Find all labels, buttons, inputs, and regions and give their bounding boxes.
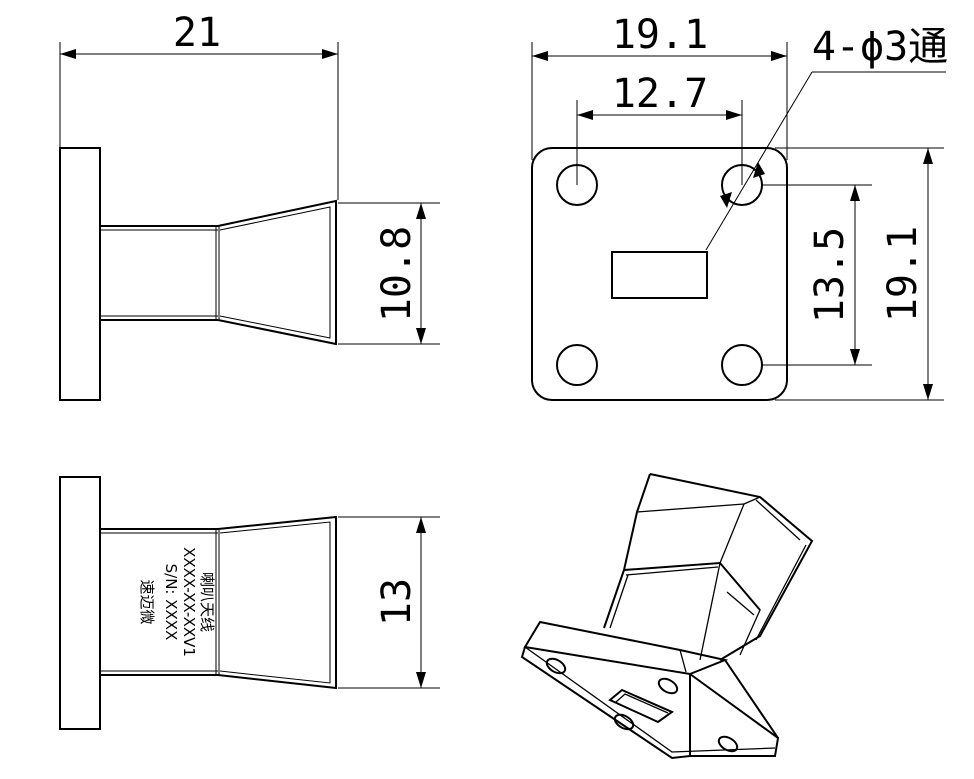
flange-side: [59, 147, 101, 401]
isometric-view: [520, 473, 814, 760]
front-view: 19.1 12.7 4-ϕ3通 13.5 19.1: [531, 12, 948, 401]
iso-flange-top: [523, 620, 729, 676]
side-view-top: 21 10.8: [59, 10, 440, 401]
flange-side-bottom: [59, 476, 101, 730]
dim-side-height: 10.8: [374, 226, 420, 322]
iso-hole-1: [545, 657, 567, 675]
callout-leader: [705, 71, 813, 251]
dim-front-width: 19.1: [612, 12, 708, 58]
label-line-2: XXXX-XX-XXV1: [180, 547, 198, 657]
dim-bottom-height: 13: [374, 578, 420, 626]
label-line-1: 喇叭天线: [198, 572, 216, 632]
hole-callout: 4-ϕ3通: [812, 24, 948, 70]
dim-side-length: 21: [173, 10, 221, 56]
iso-hole-2: [657, 677, 679, 695]
label-line-4: 速迈微: [138, 579, 156, 624]
horn-taper-bottom: [217, 515, 337, 690]
dim-front-height: 19.1: [880, 226, 926, 322]
iso-hole-3: [613, 713, 635, 731]
label-line-3: S/N: XXXX: [162, 564, 180, 641]
flange-face: [531, 147, 788, 401]
horn-taper: [217, 199, 337, 346]
iso-aperture: [608, 688, 675, 724]
bolt-hole-bottom-left: [556, 344, 598, 386]
dim-hole-spacing: 12.7: [612, 71, 708, 117]
label-plate: 喇叭天线 XXXX-XX-XXV1 S/N: XXXX 速迈微: [138, 547, 216, 657]
bolt-hole-bottom-right: [721, 344, 763, 386]
waveguide-aperture: [611, 251, 708, 299]
dim-hole-vertical: 13.5: [807, 227, 853, 323]
side-view-bottom: 喇叭天线 XXXX-XX-XXV1 S/N: XXXX 速迈微 13: [59, 476, 440, 730]
iso-hole-4: [717, 735, 739, 753]
